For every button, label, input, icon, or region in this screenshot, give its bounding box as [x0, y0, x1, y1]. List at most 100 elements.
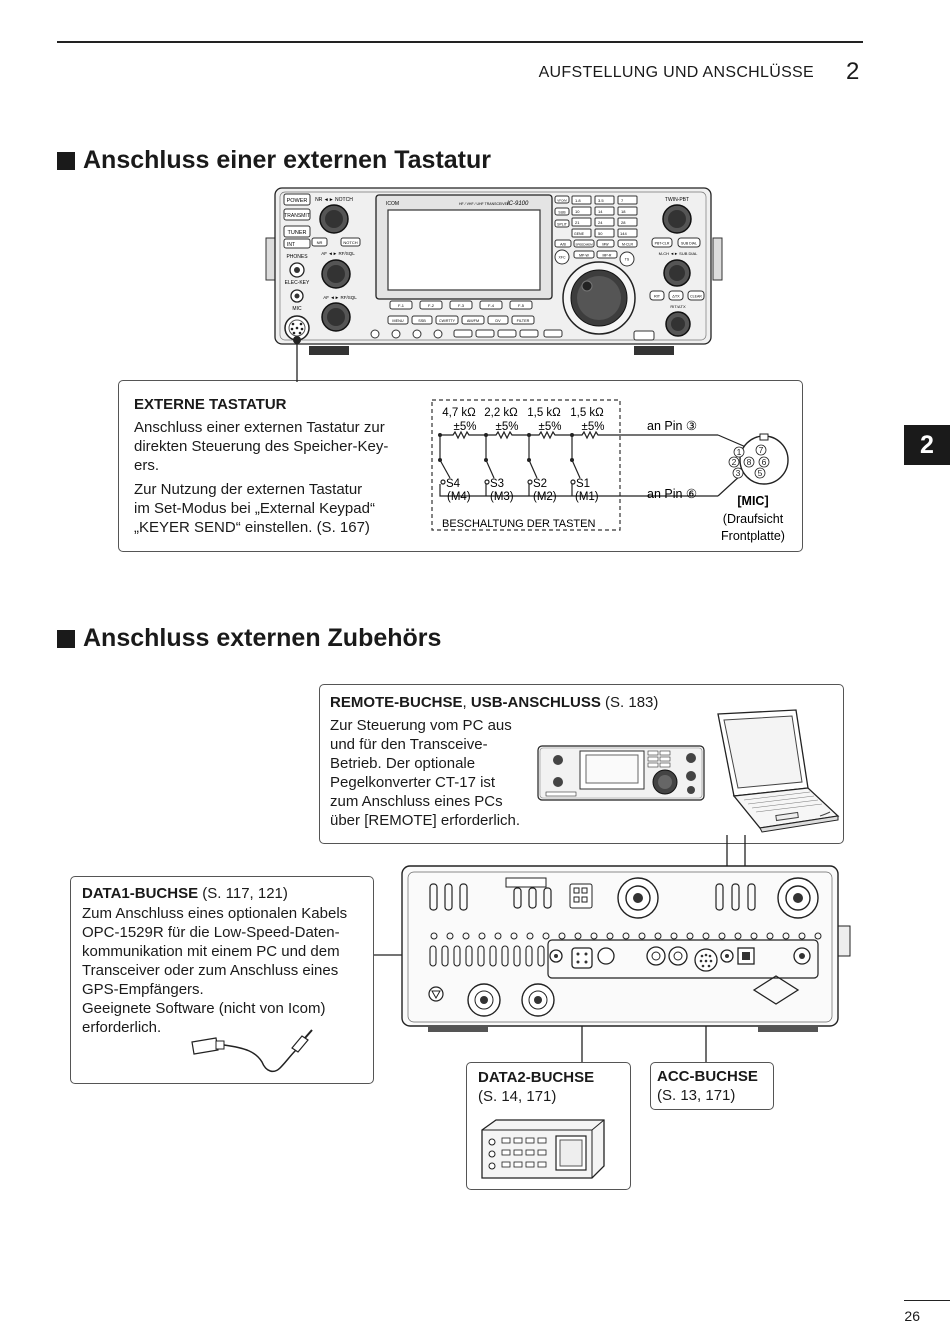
resistor-value-r3: 2,2 kΩ: [484, 407, 518, 419]
svg-text:3.5: 3.5: [598, 198, 604, 203]
acc-heading: ACC-BUCHSE: [657, 1068, 758, 1085]
svg-text:PBT-CLR: PBT-CLR: [655, 242, 670, 246]
left-side-keys: VFO/M SUB SPLIT: [554, 195, 570, 228]
keypad-para2-line3: „KEYER SEND“ einstellen. (S. 167): [134, 519, 370, 536]
resistor-value-r2: 1,5 kΩ: [527, 407, 561, 419]
switch-label-s1: S1: [576, 478, 590, 490]
tolerance-r3: ±5%: [496, 421, 519, 433]
remote-heading: REMOTE-BUCHSE, USB-ANSCHLUSS (S. 183): [330, 694, 659, 711]
af-rf-knob-label-sub: AF ◄► RF/SQL: [323, 295, 357, 300]
data2-ref: (S. 14, 171): [478, 1088, 557, 1105]
mic-label-front: MIC: [292, 306, 302, 312]
elec-key-label: ELEC-KEY: [285, 280, 310, 286]
svg-text:TS: TS: [625, 258, 630, 262]
tuner-label: TUNER: [288, 230, 307, 236]
svg-text:21: 21: [575, 220, 580, 225]
svg-text:CW/RTTY: CW/RTTY: [439, 319, 456, 323]
rit-dtx-label: RIT/ΔTX: [670, 304, 686, 309]
switch-label-s3: S3: [490, 478, 504, 490]
keypad-para1-line3: ers.: [134, 457, 160, 474]
svg-text:14: 14: [598, 209, 603, 214]
remote-line1: Zur Steuerung vom PC aus: [330, 717, 512, 734]
svg-text:NR: NR: [317, 240, 323, 245]
svg-text:A/B: A/B: [560, 243, 566, 247]
svg-text:VFO/M: VFO/M: [557, 199, 567, 203]
acc-box: [650, 1062, 774, 1110]
function-key-row: F-1 F-2 F-3 F-4 F-5: [389, 300, 533, 310]
section-title-keypad: Anschluss einer externen Tastatur: [57, 146, 491, 175]
svg-text:28: 28: [621, 220, 626, 225]
switch-label-s4: S4: [446, 478, 461, 490]
svg-text:F-1: F-1: [398, 303, 405, 308]
small-transceiver-illustration: [537, 745, 705, 801]
chapter-number: 2: [846, 58, 860, 85]
band-keypad: 1.8 3.5 7 10 14 18 21 24 28 GENE 50 144: [571, 195, 638, 238]
svg-text:7: 7: [621, 198, 624, 203]
svg-text:50: 50: [598, 231, 603, 236]
m-ch-sub-dial-label: M-CH ◄► SUB DIAL: [659, 251, 699, 256]
acc-ref: (S. 13, 171): [657, 1087, 736, 1104]
svg-text:ΔTX: ΔTX: [672, 295, 680, 299]
tolerance-r4: ±5%: [454, 421, 477, 433]
switch-label-s2: S2: [533, 478, 547, 490]
svg-text:MP-W: MP-W: [579, 254, 589, 258]
svg-text:SPLIT: SPLIT: [557, 223, 568, 227]
external-keypad-box: [118, 380, 803, 552]
keypad-para2-line2: im Set-Modus bei „External Keypad“: [134, 500, 375, 517]
svg-text:F-5: F-5: [518, 303, 525, 308]
svg-text:1.8: 1.8: [575, 198, 581, 203]
phones-label: PHONES: [286, 254, 308, 260]
data1-line4: Transceiver oder zum Anschluss eines: [82, 962, 339, 979]
svg-text:NOTCH: NOTCH: [343, 240, 357, 245]
svg-text:CLEAR: CLEAR: [690, 295, 702, 299]
mic-callout-line: [293, 336, 301, 382]
top-rule: [57, 41, 863, 43]
running-head: AUFSTELLUNG UND ANSCHLÜSSE: [538, 64, 814, 81]
tolerance-r1: ±5%: [582, 421, 605, 433]
svg-text:MENU: MENU: [392, 319, 403, 323]
svg-text:F-4: F-4: [488, 303, 495, 308]
int-label: INT: [287, 242, 295, 248]
remote-line6: über [REMOTE] erforderlich.: [330, 812, 521, 829]
svg-text:MW: MW: [602, 243, 609, 247]
mode-button-row: MENU SSB CW/RTTY AM/FM DV FILTER: [387, 315, 535, 325]
remote-line3: Betrieb. Der optionale: [330, 755, 476, 772]
data1-heading: DATA1-BUCHSE (S. 117, 121): [82, 885, 288, 902]
svg-text:10: 10: [575, 209, 580, 214]
keypad-para1-line1: Anschluss einer externen Tastatur zur: [134, 419, 385, 436]
remote-line4: Pegelkonverter CT-17 ist: [330, 774, 496, 791]
memory-label-m1: (M1): [575, 491, 599, 503]
pin3-label: an Pin ③: [647, 419, 697, 433]
transceiver-rear-panel-illustration: [401, 865, 851, 1032]
section-title-accessories: Anschluss externen Zubehörs: [57, 624, 441, 653]
svg-text:DV: DV: [495, 319, 501, 323]
svg-text:SUB DIAL: SUB DIAL: [681, 242, 697, 246]
section-bullet-icon: [57, 151, 75, 170]
data1-line1: Zum Anschluss eines optionalen Kabels: [82, 905, 348, 922]
svg-text:GENE: GENE: [574, 232, 585, 236]
icom-brand: ICOM: [386, 201, 399, 207]
radio-subtitle: HF / VHF / UHF TRANSCEIVER: [459, 202, 510, 206]
twin-pbt-label: TWIN-PBT: [665, 197, 689, 203]
power-label: POWER: [287, 198, 308, 204]
section-bullet-icon-2: [57, 629, 75, 648]
resistor-value-r4: 4,7 kΩ: [442, 407, 476, 419]
data1-line3: kommunikation mit einem PC und dem: [82, 943, 340, 960]
mic-connector-pinout-icon: 1 7 2 8 6 3 5: [728, 433, 789, 485]
keypad-para1-line2: direkten Steuerung des Speicher-Key-: [134, 438, 389, 455]
pin-6: 6: [762, 457, 767, 467]
data2-jack-icon: [571, 947, 593, 969]
pin-2: 2: [732, 457, 737, 467]
memory-label-m3: (M3): [490, 491, 514, 503]
svg-text:SUB: SUB: [558, 211, 566, 215]
mic-note-line2: Frontplatte): [721, 529, 785, 543]
tolerance-r2: ±5%: [539, 421, 562, 433]
svg-text:AM/FM: AM/FM: [467, 319, 479, 323]
af-rf-knob-label-main: AF ◄► RF/SQL: [321, 251, 355, 256]
svg-text:MP-R: MP-R: [603, 254, 612, 258]
page-number-rule: [904, 1300, 950, 1301]
svg-text:RIT: RIT: [654, 295, 661, 299]
data1-line2: OPC-1529R für die Low-Speed-Daten-: [82, 924, 340, 941]
svg-text:24: 24: [598, 220, 603, 225]
mic-note-line1: (Draufsicht: [723, 512, 784, 526]
